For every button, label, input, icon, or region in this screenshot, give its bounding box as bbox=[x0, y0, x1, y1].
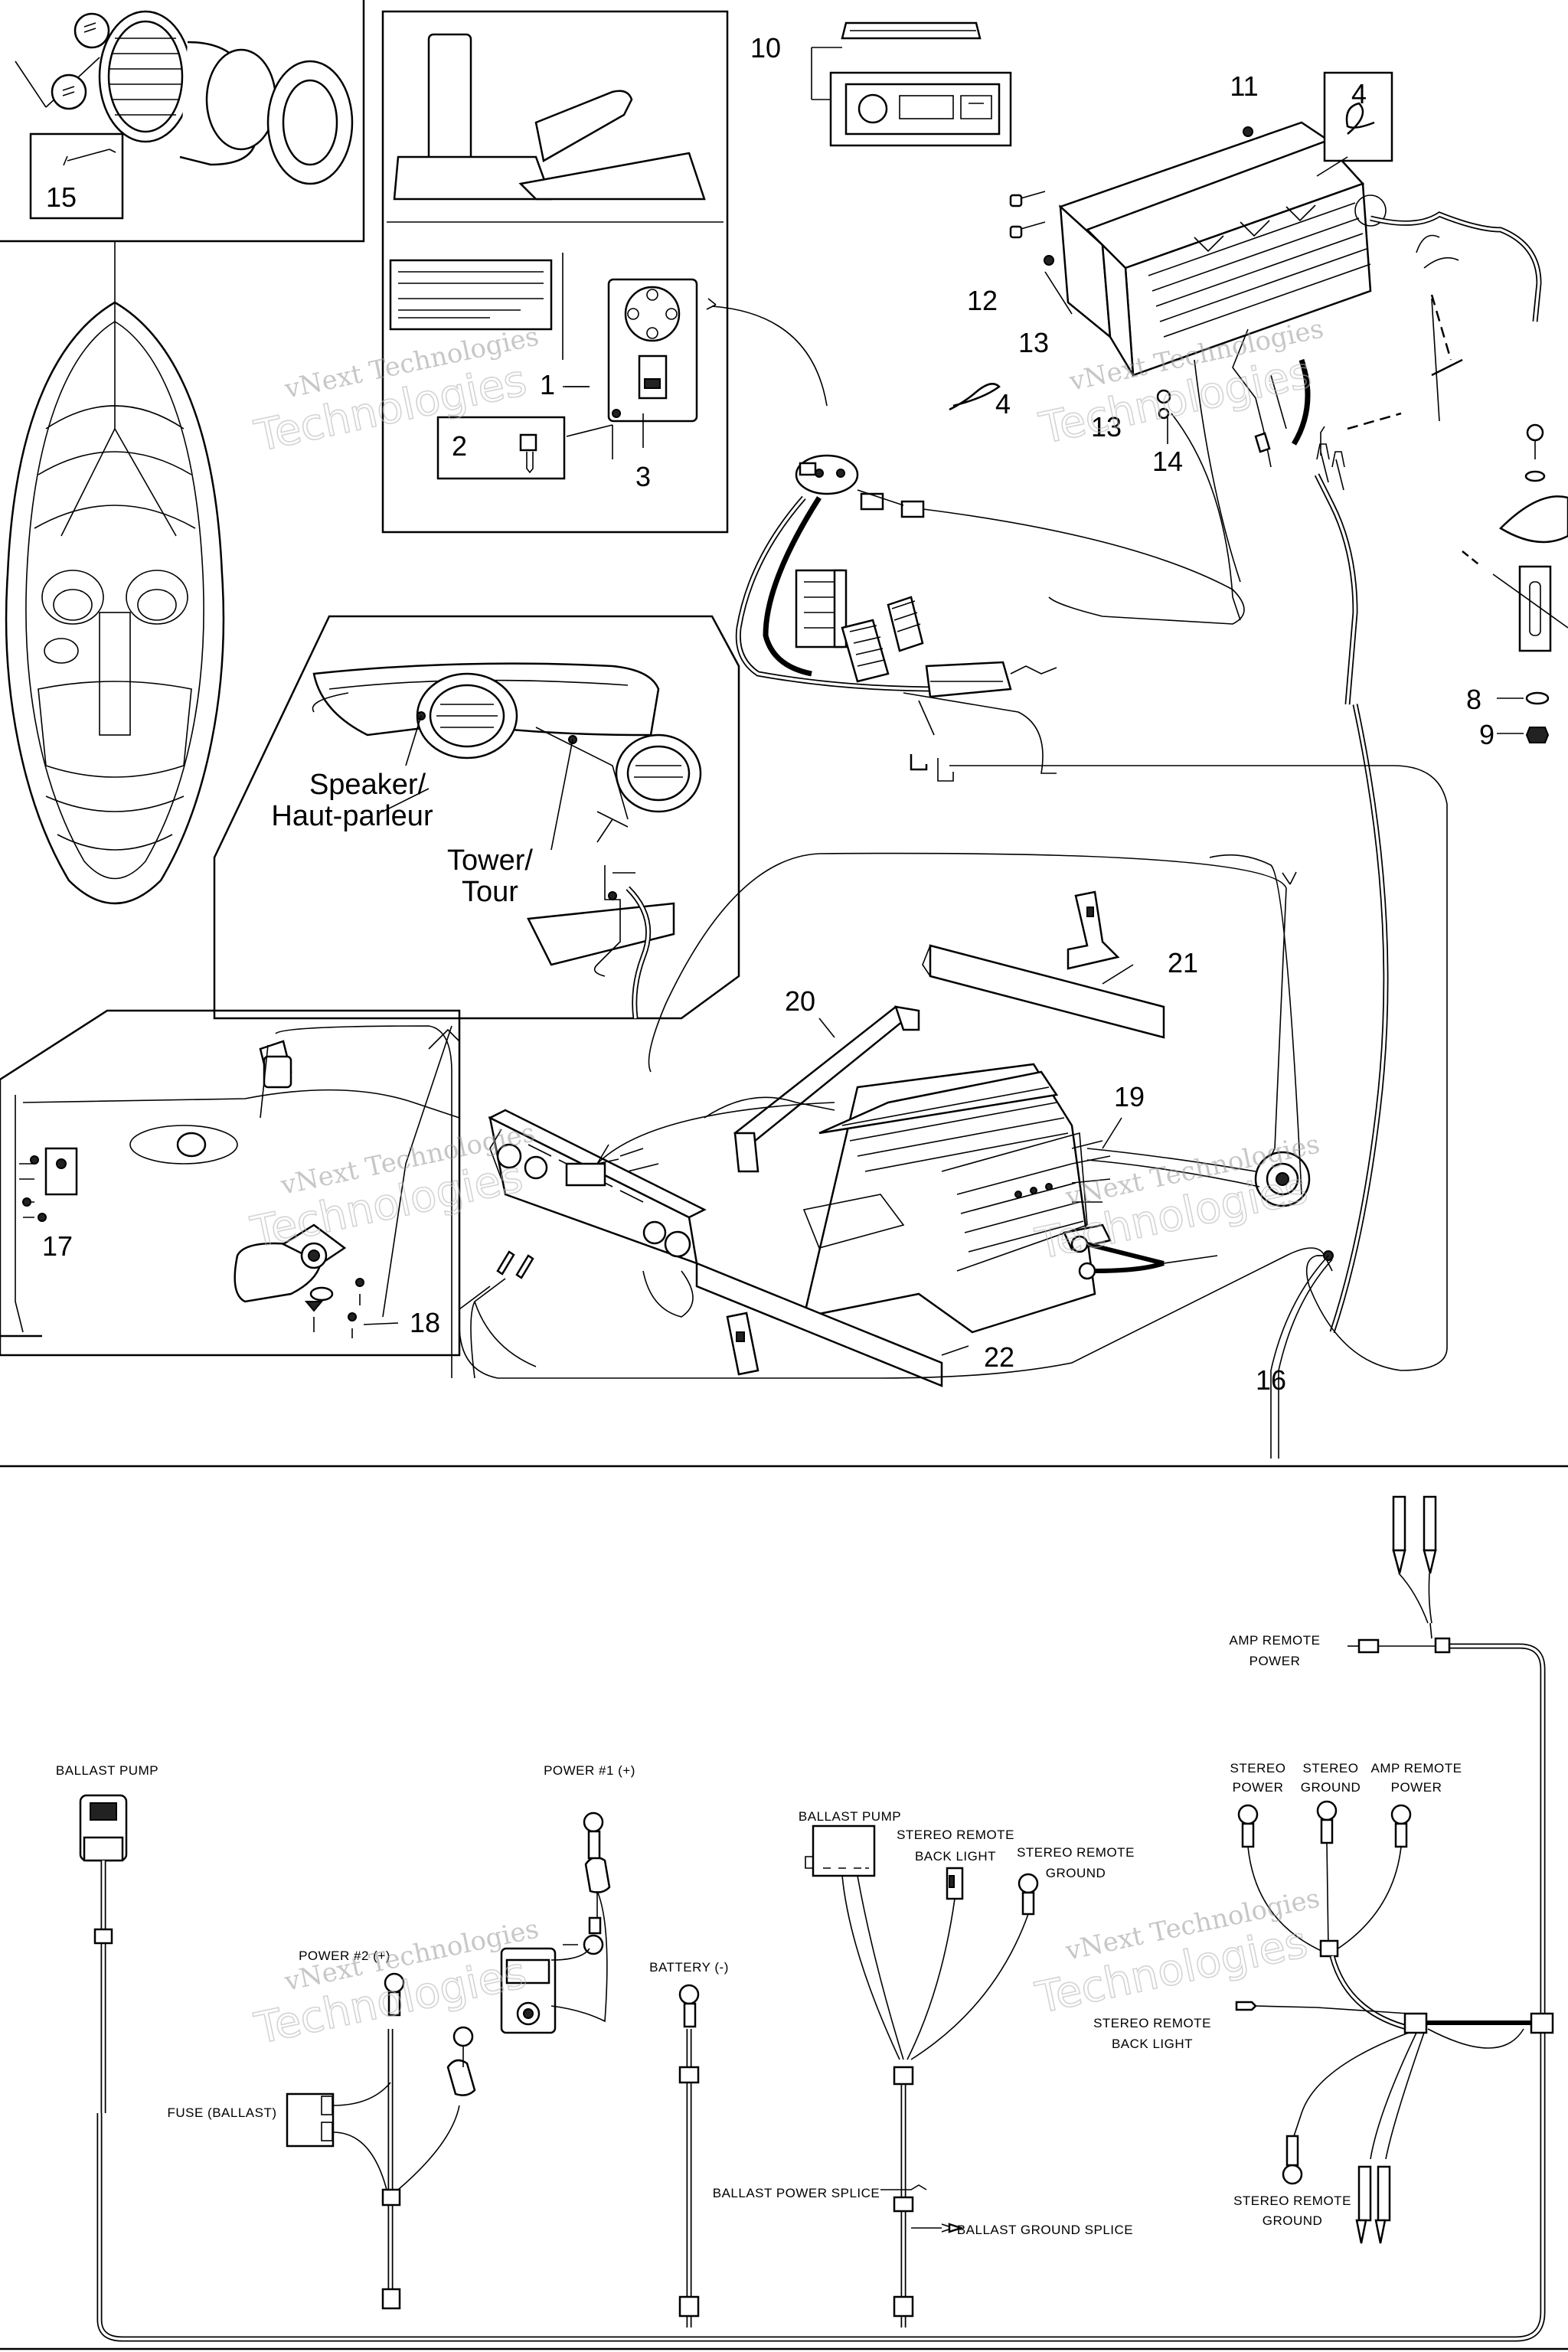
callout-4-mid: 4 bbox=[995, 388, 1011, 420]
callout-21: 21 bbox=[1168, 947, 1198, 978]
part-4-clip bbox=[949, 71, 1393, 411]
callout-20: 20 bbox=[785, 985, 815, 1017]
label-power-1: POWER #1 (+) bbox=[544, 1763, 635, 1778]
wiring-schematic bbox=[79, 1495, 1554, 2342]
label-fuse-ballast: FUSE (BALLAST) bbox=[167, 2105, 276, 2120]
callout-15: 15 bbox=[46, 181, 77, 213]
label-amp-remote-power-1: AMP REMOTE bbox=[1371, 1761, 1462, 1775]
tower-labels: Speaker/ Haut-parleur Tower/ Tour bbox=[271, 769, 533, 908]
amplifier-assembly bbox=[488, 852, 1311, 1387]
label-stereo-remote-back-light-1: STEREO REMOTE bbox=[897, 1828, 1014, 1842]
label-stereo-remote-ground-2: GROUND bbox=[1046, 1866, 1106, 1880]
speaker-grille-assembly bbox=[15, 10, 354, 220]
callout-10: 10 bbox=[750, 32, 781, 64]
label-amp-remote-power-2: POWER bbox=[1391, 1780, 1442, 1795]
callout-19: 19 bbox=[1114, 1081, 1145, 1112]
callout-13-bottom: 13 bbox=[1091, 411, 1122, 443]
callout-18: 18 bbox=[410, 1307, 440, 1338]
boat-top-view bbox=[5, 241, 225, 905]
haut-parleur-label: Haut-parleur bbox=[271, 800, 433, 832]
callout-12: 12 bbox=[967, 285, 998, 316]
callout-2: 2 bbox=[452, 430, 467, 462]
callout-9: 9 bbox=[1479, 719, 1494, 750]
callout-8: 8 bbox=[1466, 684, 1481, 715]
label-amp-remote-power-top-2: POWER bbox=[1250, 1654, 1301, 1668]
speaker-label: Speaker/ bbox=[309, 769, 426, 801]
label-ballast-pump: BALLAST PUMP bbox=[56, 1763, 158, 1778]
label-right-ground-1: STEREO REMOTE bbox=[1233, 2194, 1351, 2208]
callout-3: 3 bbox=[635, 461, 651, 492]
callout-14: 14 bbox=[1152, 446, 1183, 477]
callout-1: 1 bbox=[540, 369, 555, 400]
tower-speaker-panel bbox=[312, 662, 702, 1019]
throttle-remote-panel bbox=[387, 33, 724, 480]
label-amp-remote-power-top-1: AMP REMOTE bbox=[1230, 1633, 1321, 1648]
stereo-wiring-harness bbox=[1171, 211, 1542, 1334]
rear-deck-mount bbox=[15, 1025, 460, 1378]
label-stereo-ground-1: STEREO bbox=[1303, 1761, 1359, 1775]
label-right-ground-2: GROUND bbox=[1263, 2213, 1323, 2228]
label-ballast-power-splice: BALLAST POWER SPLICE bbox=[713, 2186, 880, 2200]
main-cables bbox=[428, 758, 1448, 1459]
label-ballast-pump-2: BALLAST PUMP bbox=[799, 1809, 901, 1824]
part-callouts: 1 2 3 4 4 8 9 10 11 12 13 13 14 15 16 17… bbox=[42, 32, 1494, 1396]
label-stereo-power-1: STEREO bbox=[1230, 1761, 1286, 1775]
callout-4-top: 4 bbox=[1351, 78, 1367, 109]
label-battery: BATTERY (-) bbox=[649, 1960, 729, 1975]
remote-harness bbox=[706, 298, 1245, 774]
label-stereo-ground-2: GROUND bbox=[1301, 1780, 1361, 1795]
label-ballast-ground-splice: BALLAST GROUND SPLICE bbox=[957, 2223, 1133, 2237]
schematic-labels: BALLAST PUMP POWER #1 (+) POWER #2 (+) B… bbox=[56, 1633, 1462, 2237]
label-power-2: POWER #2 (+) bbox=[299, 1949, 390, 1963]
callout-17: 17 bbox=[42, 1230, 73, 1262]
stereo-head-unit bbox=[811, 21, 1387, 420]
tour-label: Tour bbox=[462, 876, 518, 908]
label-right-back-light-2: BACK LIGHT bbox=[1112, 2037, 1193, 2051]
callout-11: 11 bbox=[1230, 70, 1258, 102]
mount-bracket-parts bbox=[1462, 423, 1568, 743]
label-stereo-remote-ground-1: STEREO REMOTE bbox=[1017, 1845, 1135, 1860]
watermarks: vNext Technologies Technologies vNext Te… bbox=[246, 313, 1326, 2054]
label-stereo-power-2: POWER bbox=[1233, 1780, 1284, 1795]
label-stereo-remote-back-light-2: BACK LIGHT bbox=[915, 1849, 996, 1864]
label-right-back-light-1: STEREO REMOTE bbox=[1093, 2016, 1211, 2030]
callout-13-top: 13 bbox=[1018, 327, 1049, 358]
tower-label: Tower/ bbox=[447, 844, 533, 877]
callout-22: 22 bbox=[984, 1341, 1014, 1373]
callout-16: 16 bbox=[1256, 1364, 1286, 1396]
